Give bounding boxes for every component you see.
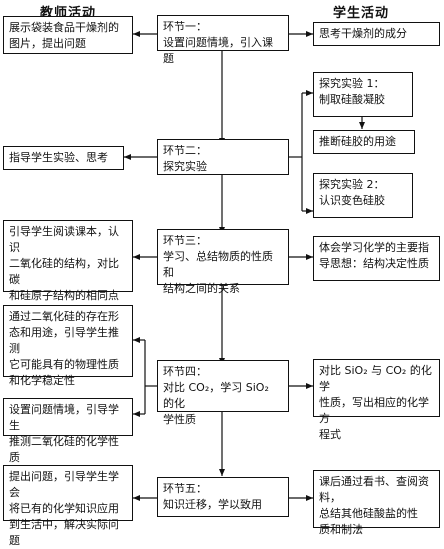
student-box-5-text: 体会学习化学的主要指 导思想：结构决定性质 — [319, 241, 429, 270]
student-box-1: 思考干燥剂的成分 — [313, 22, 440, 46]
connector-lines — [124, 31, 365, 501]
student-box-7: 课后通过看书、查阅资料， 总结其他硅酸盐的性 质和制法 — [313, 470, 440, 536]
student-box-7-text: 课后通过看书、查阅资料， 总结其他硅酸盐的性 质和制法 — [319, 475, 429, 536]
student-box-1-text: 思考干燥剂的成分 — [319, 27, 407, 40]
stage-box-1: 环节一： 设置问题情境，引入课题 — [157, 15, 289, 65]
student-box-6-text: 对比 SiO₂ 与 CO₂ 的化学 性质，写出相应的化学方 程式 — [319, 364, 432, 441]
student-box-2: 探究实验 1： 制取硅酸凝胶 — [313, 72, 413, 117]
flowchart: 教师活动 学生活动 展示袋装食品干燥剂的 图片，提出问题 指导学生实验、思考 引… — [3, 6, 440, 547]
stage-box-2: 环节二： 探究实验 — [157, 139, 289, 175]
student-box-5: 体会学习化学的主要指 导思想：结构决定性质 — [313, 236, 440, 281]
teacher-box-4-text: 通过二氧化硅的存在形 态和用途，引导学生推测 它可能具有的物理性质 和化学稳定性 — [9, 310, 119, 387]
student-box-3-text: 推断硅胶的用途 — [319, 135, 396, 148]
teacher-box-3: 引导学生阅读课本，认识 二氧化硅的结构，对比碳 和硅原子结构的相同点 和不同点 — [3, 220, 133, 318]
teacher-box-4: 通过二氧化硅的存在形 态和用途，引导学生推测 它可能具有的物理性质 和化学稳定性 — [3, 305, 133, 387]
teacher-box-5-text: 设置问题情境，引导学生 推测二氧化硅的化学性质 — [9, 403, 119, 464]
student-box-3: 推断硅胶的用途 — [313, 130, 415, 154]
teacher-box-2-text: 指导学生实验、思考 — [9, 151, 108, 164]
student-box-4: 探究实验 2： 认识变色硅胶 — [313, 173, 413, 218]
teacher-box-1: 展示袋装食品干燥剂的 图片，提出问题 — [3, 16, 133, 54]
teacher-box-6: 提出问题，引导学生学会 将已有的化学知识应用 到生活中，解决实际问题 — [3, 465, 133, 547]
teacher-box-6-text: 提出问题，引导学生学会 将已有的化学知识应用 到生活中，解决实际问题 — [9, 470, 119, 547]
student-box-4-text: 探究实验 2： 认识变色硅胶 — [319, 178, 385, 207]
teacher-box-5: 设置问题情境，引导学生 推测二氧化硅的化学性质 — [3, 398, 133, 464]
teacher-box-1-text: 展示袋装食品干燥剂的 图片，提出问题 — [9, 21, 119, 50]
stage-box-3-text: 环节三： 学习、总结物质的性质和 结构之间的关系 — [163, 234, 273, 295]
stage-box-5: 环节五： 知识迁移，学以致用 — [157, 477, 289, 517]
teacher-box-2: 指导学生实验、思考 — [3, 146, 124, 170]
stage-box-3: 环节三： 学习、总结物质的性质和 结构之间的关系 — [157, 229, 289, 295]
stage-box-5-text: 环节五： 知识迁移，学以致用 — [163, 482, 262, 511]
student-column-header: 学生活动 — [333, 6, 390, 21]
stage-box-2-text: 环节二： 探究实验 — [163, 144, 207, 173]
student-box-6: 对比 SiO₂ 与 CO₂ 的化学 性质，写出相应的化学方 程式 — [313, 359, 440, 441]
stage-box-4-text: 环节四： 对比 CO₂，学习 SiO₂ 的化 学性质 — [163, 365, 269, 426]
stage-box-4: 环节四： 对比 CO₂，学习 SiO₂ 的化 学性质 — [157, 360, 289, 426]
student-box-2-text: 探究实验 1： 制取硅酸凝胶 — [319, 77, 385, 106]
stage-box-1-text: 环节一： 设置问题情境，引入课题 — [163, 20, 273, 65]
